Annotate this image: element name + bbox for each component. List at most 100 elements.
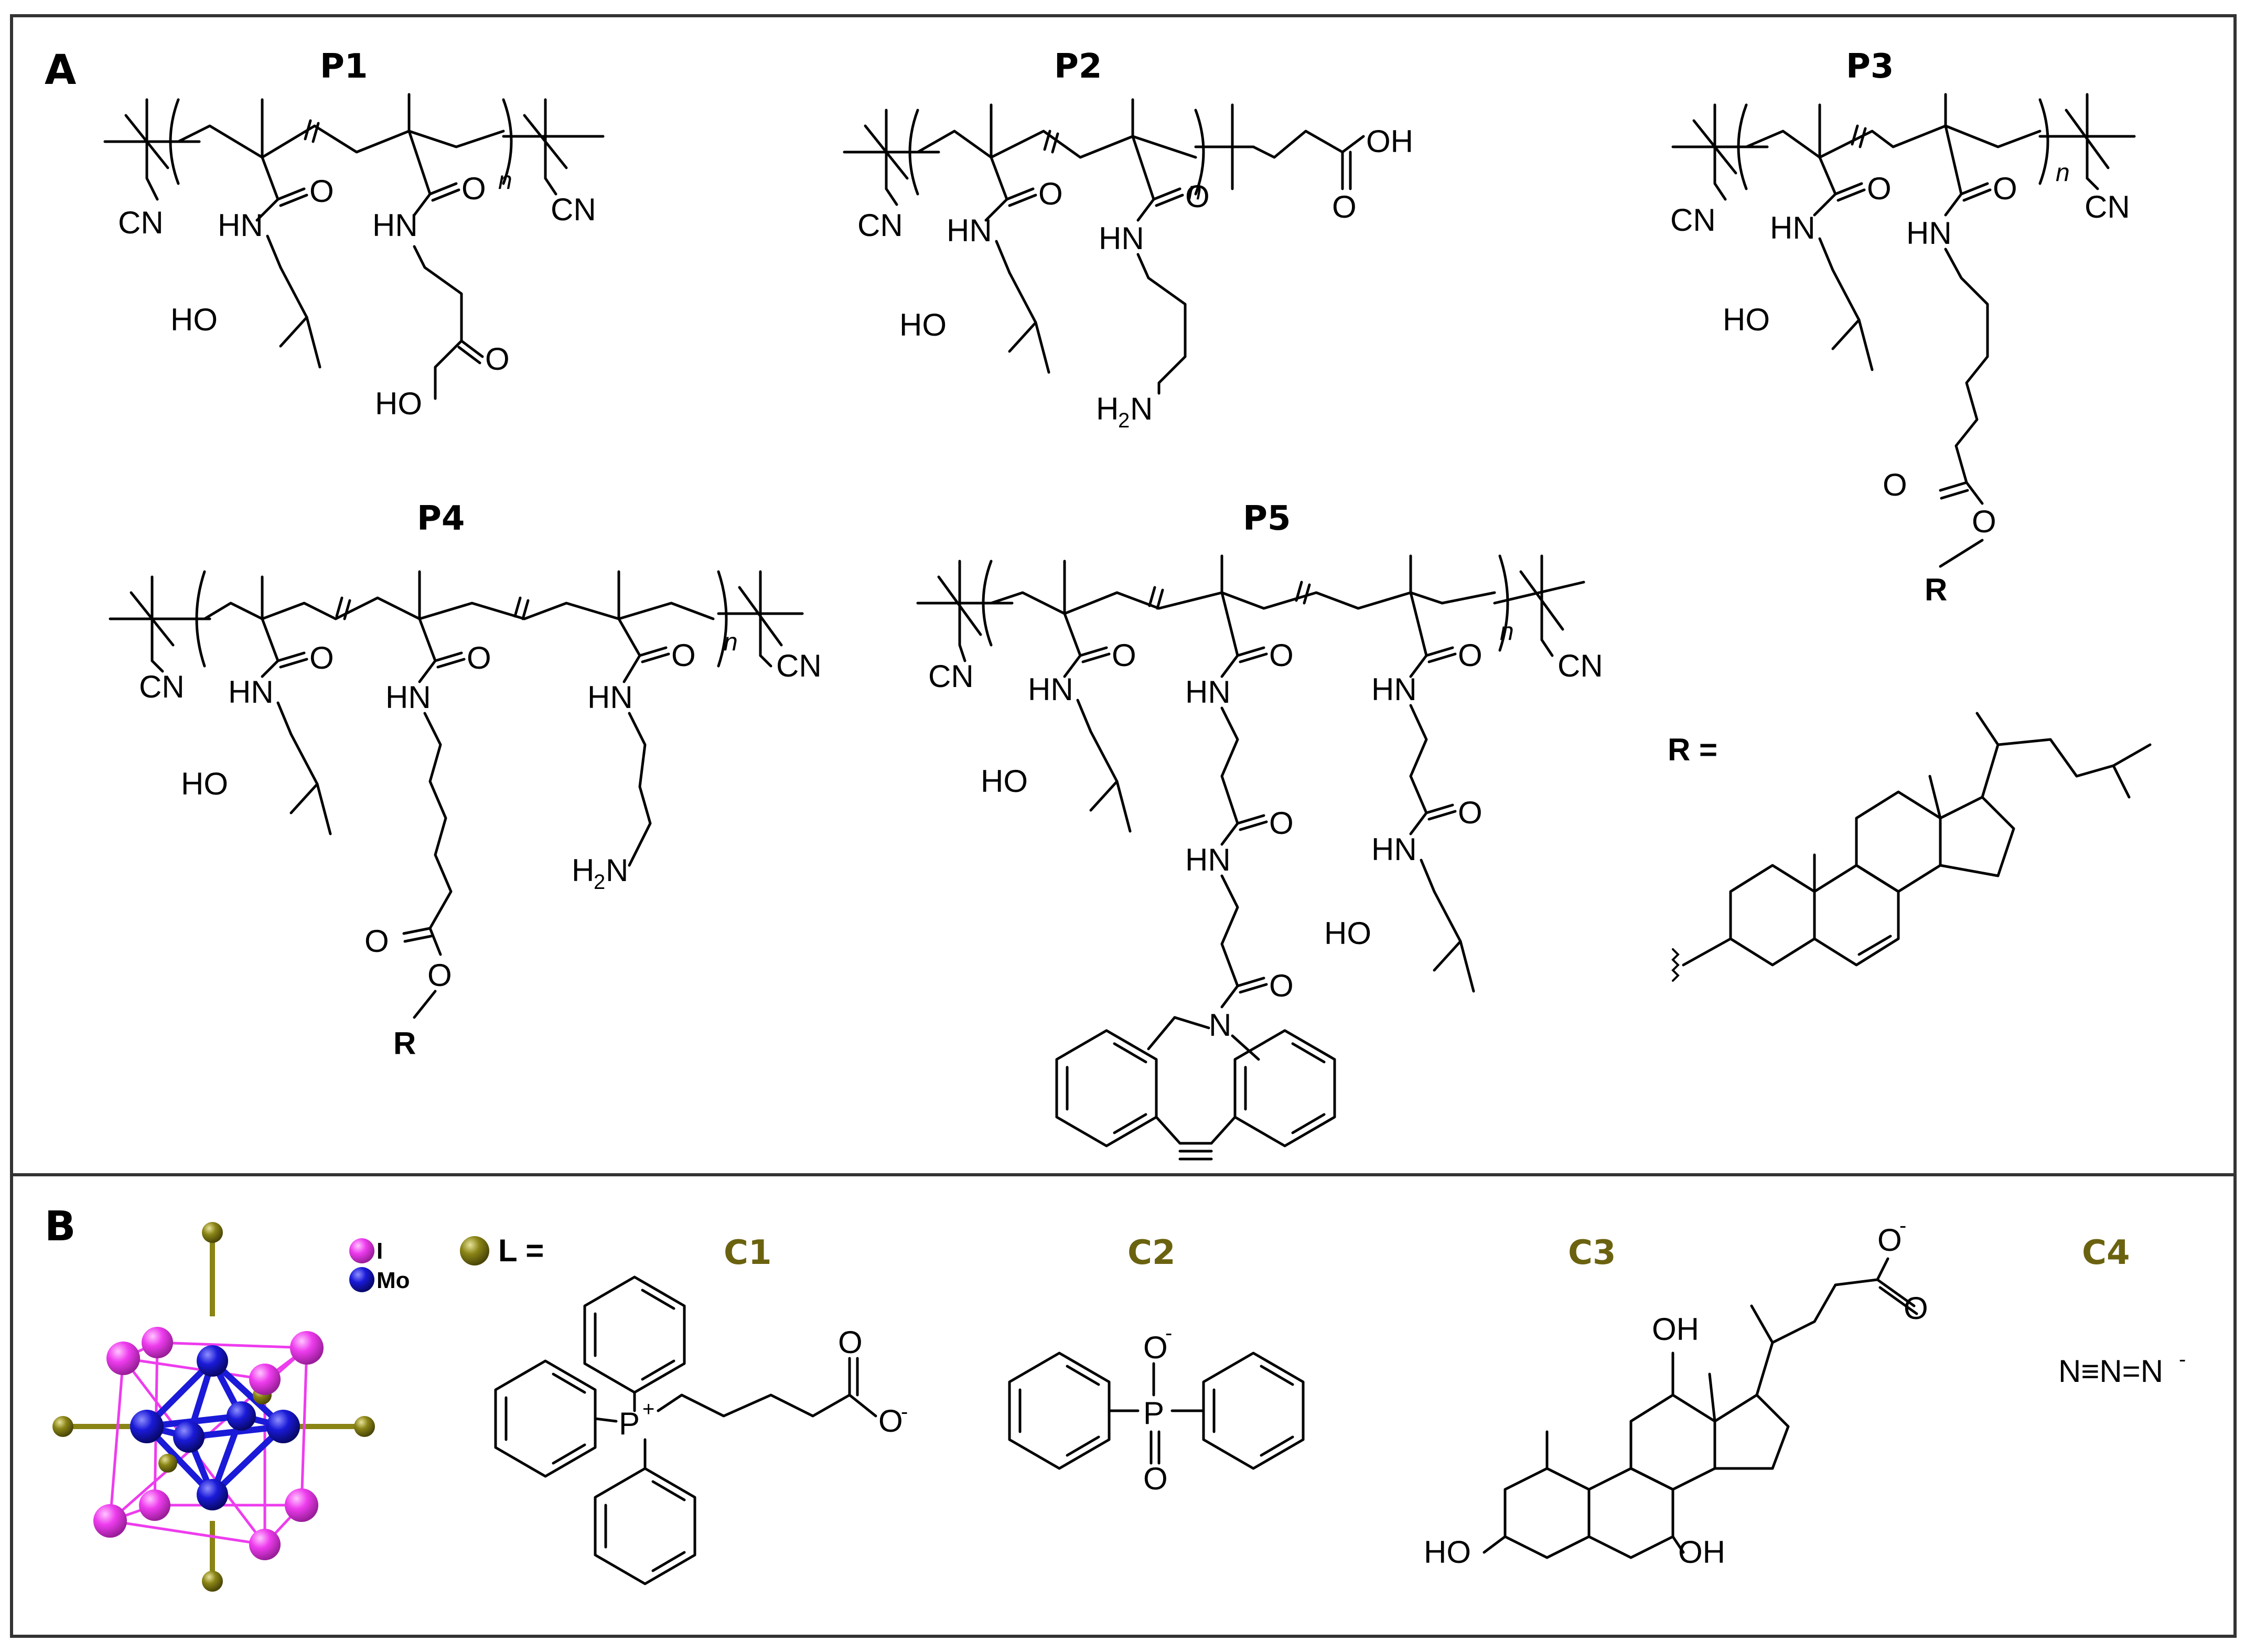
svg-text:O: O: [309, 640, 334, 675]
svg-text:HO: HO: [375, 386, 422, 421]
svg-text:O: O: [1038, 176, 1063, 211]
svg-text:O: O: [671, 638, 696, 673]
svg-text:CN: CN: [928, 659, 974, 694]
iodine-legend-label: I: [377, 1238, 383, 1264]
svg-text:HN: HN: [1028, 672, 1073, 707]
svg-text:O: O: [878, 1403, 903, 1439]
svg-text:O: O: [1269, 968, 1294, 1003]
p3-r-group: R: [1925, 572, 1947, 607]
svg-text:O: O: [1972, 504, 1996, 539]
svg-text:O: O: [1332, 189, 1357, 224]
svg-text:HN: HN: [947, 213, 992, 248]
svg-text:-: -: [2179, 1348, 2186, 1371]
polymer-p1-label: P1: [320, 47, 368, 86]
svg-text:n: n: [724, 628, 738, 656]
ligand-legend-label: L =: [498, 1233, 544, 1268]
svg-text:O: O: [461, 171, 486, 206]
ligand-c4-label: C4: [2082, 1233, 2130, 1272]
svg-text:+: +: [642, 1398, 654, 1421]
svg-text:HN: HN: [228, 674, 274, 710]
svg-text:HN: HN: [385, 680, 431, 715]
ligand-c4-formula: N≡N=N: [2058, 1354, 2163, 1389]
iodine-legend-swatch: [349, 1238, 374, 1263]
panel-a-label: A: [45, 47, 76, 94]
ligand-c1-label: C1: [724, 1233, 772, 1272]
svg-text:OH: OH: [1678, 1535, 1725, 1570]
ligand-c1: C1 P + O O -: [496, 1233, 908, 1584]
svg-text:O: O: [1883, 467, 1907, 502]
mo-legend-label: Mo: [377, 1268, 410, 1293]
svg-text:HN: HN: [1099, 221, 1144, 256]
svg-text:HO: HO: [899, 307, 947, 342]
svg-text:HN: HN: [218, 208, 263, 243]
svg-text:O: O: [1877, 1222, 1902, 1258]
svg-text:HN: HN: [587, 680, 633, 715]
svg-text:n: n: [1500, 618, 1514, 646]
svg-text:HN: HN: [1906, 216, 1952, 251]
svg-text:n: n: [498, 167, 512, 195]
svg-text:O: O: [1458, 638, 1483, 673]
cluster-legend: I Mo L =: [349, 1233, 544, 1293]
svg-text:-: -: [1165, 1322, 1172, 1345]
polymer-p2-label: P2: [1054, 47, 1102, 86]
panel-b-frame: [10, 1173, 2237, 1638]
svg-text:HN: HN: [372, 208, 418, 243]
svg-text:HN: HN: [1770, 210, 1816, 245]
svg-text:HO: HO: [1424, 1535, 1471, 1570]
ligand-c4: C4 N≡N=N -: [2058, 1233, 2186, 1389]
svg-text:CN: CN: [776, 648, 822, 683]
svg-text:P: P: [1143, 1396, 1164, 1431]
p4-r-group: R: [393, 1026, 416, 1061]
polymer-p3: P3 n CN CN O HN HO O HN: [1670, 47, 2136, 607]
svg-text:n: n: [1188, 177, 1202, 205]
svg-text:P: P: [619, 1406, 640, 1441]
svg-text:OH: OH: [1652, 1312, 1699, 1347]
svg-text:2: 2: [1118, 409, 1130, 432]
svg-text:O: O: [1269, 806, 1294, 841]
ligand-c2-label: C2: [1127, 1233, 1176, 1272]
svg-text:O: O: [1458, 795, 1483, 830]
svg-text:CN: CN: [118, 205, 164, 240]
polymer-p4: P4 n CN CN O HN HO O HN: [109, 499, 822, 1061]
svg-text:O: O: [1993, 171, 2017, 206]
svg-text:HO: HO: [1723, 302, 1770, 337]
svg-text:N: N: [1130, 391, 1153, 426]
svg-text:HN: HN: [1185, 842, 1231, 877]
svg-text:HN: HN: [1371, 832, 1417, 867]
svg-text:O: O: [1112, 638, 1136, 673]
polymer-p2: P2 OH O n CN O HN HO O HN: [843, 47, 1413, 432]
ligand-c3-label: C3: [1568, 1233, 1616, 1272]
svg-text:HO: HO: [181, 766, 228, 801]
svg-text:HO: HO: [981, 764, 1028, 799]
ligand-c3: C3 OH HO OH O O -: [1424, 1214, 1928, 1570]
svg-text:O: O: [427, 958, 452, 993]
svg-text:O: O: [309, 174, 334, 209]
svg-text:n: n: [2056, 159, 2070, 187]
svg-text:HO: HO: [1324, 916, 1371, 951]
svg-text:CN: CN: [551, 192, 596, 227]
svg-text:OH: OH: [1366, 124, 1413, 159]
ligand-c2: C2 P O - O: [1009, 1233, 1303, 1496]
svg-text:O: O: [838, 1325, 863, 1360]
r-group-definition: R =: [1668, 712, 2152, 982]
svg-text:O: O: [1185, 179, 1210, 214]
svg-text:O: O: [1143, 1330, 1168, 1365]
svg-text:O: O: [1269, 638, 1294, 673]
svg-text:CN: CN: [1557, 648, 1603, 683]
svg-text:CN: CN: [857, 208, 903, 243]
polymer-p3-label: P3: [1846, 47, 1894, 86]
svg-text:N: N: [606, 853, 628, 888]
svg-text:O: O: [485, 341, 510, 377]
mo-legend-swatch: [349, 1267, 374, 1292]
polymer-p4-label: P4: [417, 499, 465, 538]
svg-text:O: O: [364, 924, 389, 959]
ligand-legend-swatch: [460, 1236, 489, 1265]
panel-b-label: B: [45, 1203, 76, 1250]
svg-text:-: -: [901, 1400, 908, 1423]
svg-text:O: O: [1904, 1291, 1928, 1326]
svg-text:CN: CN: [139, 669, 185, 704]
polymer-p5-label: P5: [1243, 499, 1291, 538]
polymer-p1: P1 n CN CN O HN HO O HN: [103, 47, 605, 421]
polymer-p5: P5 n CN CN O HN HO O HN: [916, 499, 1603, 1161]
